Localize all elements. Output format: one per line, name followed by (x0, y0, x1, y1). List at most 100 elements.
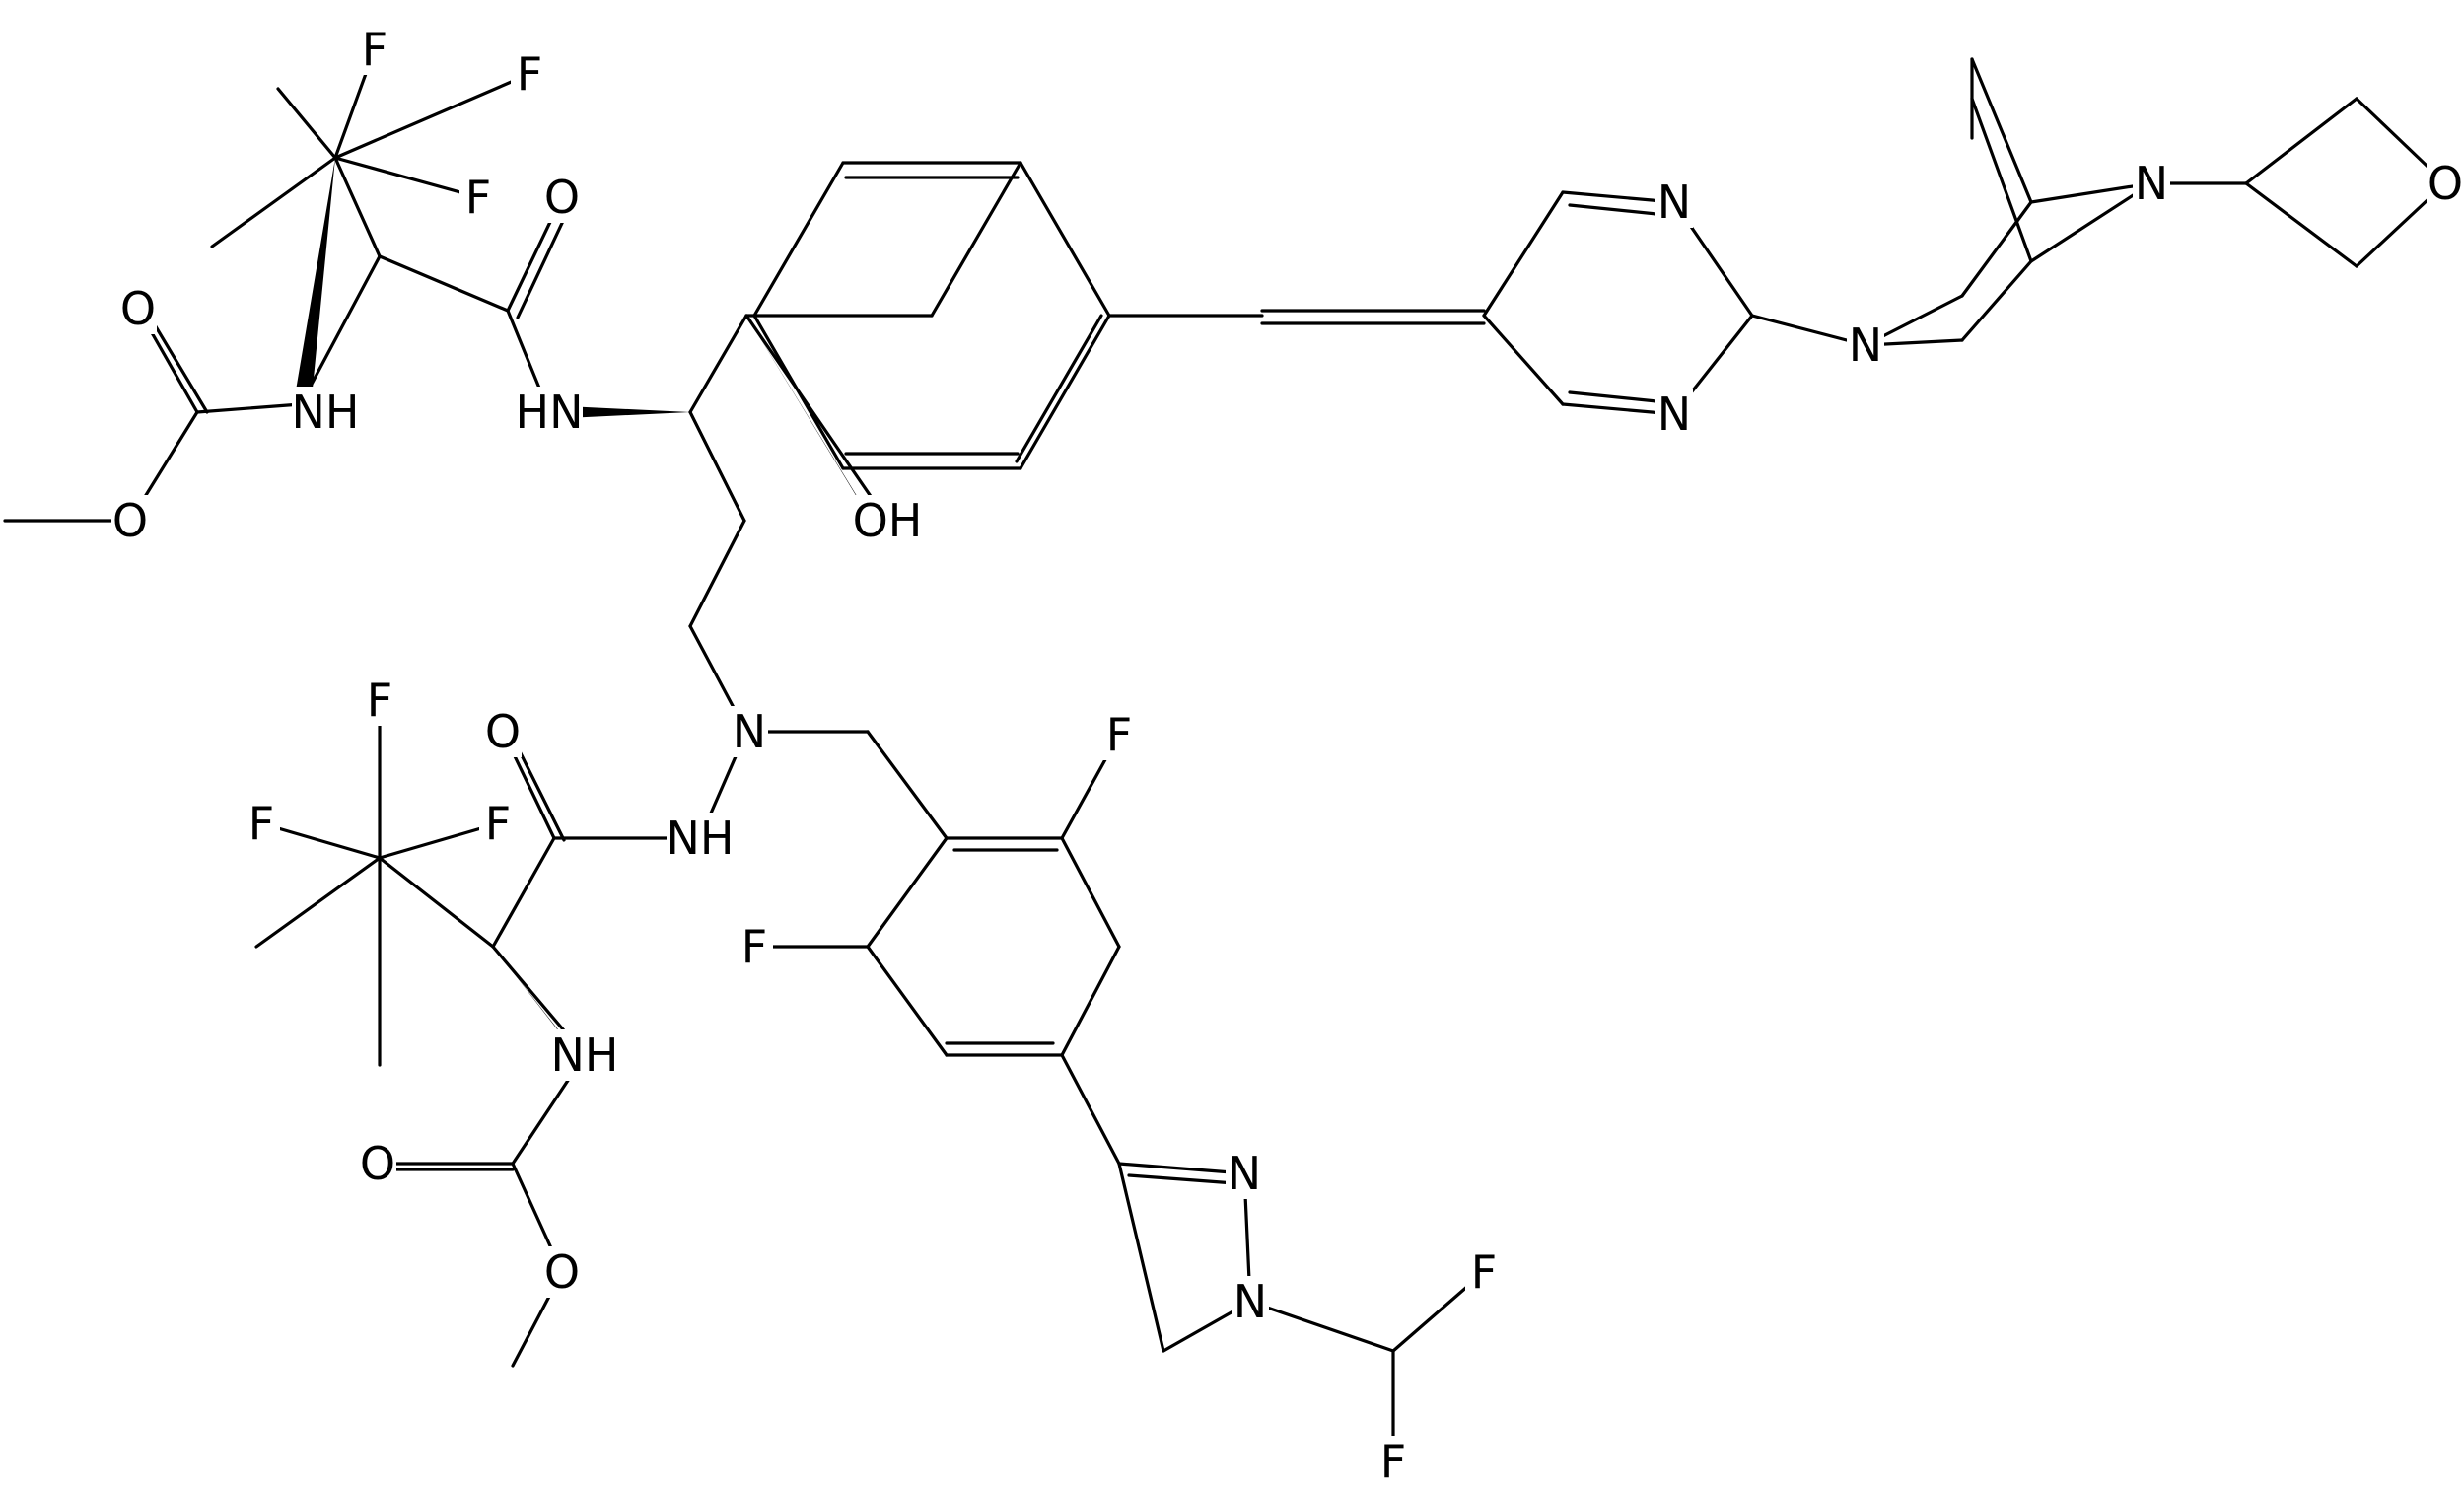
atom-label-background (667, 813, 734, 864)
chemical-bond (299, 254, 382, 406)
atom-label-background (356, 24, 393, 75)
chemical-bond (1060, 1053, 1121, 1166)
fluorine-atom: F (485, 797, 511, 850)
chemical-bond (1960, 259, 2033, 342)
chemical-bond (254, 856, 382, 949)
oxygen-atom: O (485, 705, 521, 758)
amine-nh-atom: HN (516, 386, 584, 439)
bond-layer (3, 47, 2447, 1463)
chemical-bond (1970, 97, 2033, 263)
atom-label-background (543, 172, 581, 223)
atom-label-background (731, 706, 768, 757)
oxygen-atom: O (120, 282, 156, 335)
chemical-bond (378, 254, 510, 313)
chemical-bond (1015, 314, 1103, 463)
atom-label-background (1374, 1436, 1412, 1487)
chemical-bond (259, 821, 382, 860)
chemical-bond (1127, 1173, 1236, 1185)
chemical-bond (1019, 314, 1111, 470)
chemical-bond (146, 312, 209, 414)
chemical-bond (1750, 314, 1867, 347)
chemical-bond (1117, 1162, 1165, 1353)
chemical-bond (1970, 57, 2033, 204)
hydroxyl-atom: OH (853, 494, 923, 547)
pyrimidine-nitrogen-atom: N (1657, 176, 1691, 229)
atom-label-background (361, 674, 398, 726)
chemical-bond (866, 836, 949, 949)
fluorine-atom: F (248, 797, 274, 850)
chemical-bond (1019, 161, 1111, 318)
atom-label-background (1847, 319, 1884, 371)
bicyclic-nitrogen-atom: N (2135, 157, 2168, 210)
atom-label-background (736, 921, 773, 972)
bicyclic-nitrogen-atom: N (1849, 319, 1882, 372)
fluorine-atom: F (362, 23, 387, 76)
nitrogen-atom: N (733, 705, 766, 758)
chemical-bond (195, 402, 303, 414)
fluorine-atom: F (367, 673, 392, 727)
chemical-bond (688, 314, 748, 414)
atom-label-background (1100, 709, 1138, 760)
chemical-bond (491, 836, 556, 949)
chemical-bond (752, 161, 845, 318)
fluorine-atom: F (1380, 1435, 1406, 1487)
chemical-bond (866, 730, 949, 840)
atom-label-background (479, 798, 517, 849)
chemical-bond (1568, 203, 1668, 217)
atom-label-background (1655, 177, 1693, 228)
chemical-bond (2244, 181, 2358, 268)
atom-label-background (1226, 1148, 1263, 1199)
chemical-bond (210, 156, 337, 248)
atom-label-layer: F F F O O O NH HN OH N NH O F F F NH O O… (111, 23, 2464, 1487)
chemical-bond (1568, 390, 1668, 404)
atom-label-background (516, 387, 583, 438)
chemical-bond (378, 856, 495, 949)
amine-nh-atom: NH (551, 1028, 619, 1082)
oxetane-oxygen-atom: O (2428, 157, 2463, 210)
oxygen-atom: O (112, 494, 148, 547)
stereo-wedge-bond (296, 158, 335, 398)
atom-label-background (243, 798, 280, 849)
atom-label-background (119, 283, 157, 334)
atom-label-background (543, 1246, 581, 1298)
atom-label-background (2427, 158, 2464, 209)
oxygen-atom: O (544, 1245, 580, 1299)
atom-label-background (854, 495, 921, 546)
chemical-bond (930, 161, 1022, 318)
atom-label-background (1465, 1246, 1503, 1298)
atom-label-background (511, 48, 548, 100)
fluorine-atom: F (465, 171, 491, 224)
pyrimidine-nitrogen-atom: N (1657, 388, 1691, 441)
atom-label-background (292, 387, 359, 438)
chemical-bond (333, 72, 531, 160)
atom-label-background (359, 1138, 396, 1189)
stereo-wedge-bond (746, 316, 876, 527)
chemical-bond (1482, 190, 1565, 318)
amine-nh-atom: NH (292, 386, 360, 439)
chemical-bond (378, 821, 500, 860)
amine-nh-atom: NH (667, 812, 735, 865)
chemical-bond (744, 314, 889, 523)
chemical-bond (2029, 181, 2153, 263)
fluorine-atom: F (1106, 708, 1132, 761)
pyrazole-nitrogen-atom: N (1228, 1147, 1261, 1200)
fluorine-atom: F (517, 47, 542, 101)
chemical-bond (1117, 1162, 1246, 1175)
chemical-bond (688, 410, 746, 523)
stereo-wedge-bond (566, 406, 690, 418)
atom-label-background (111, 495, 149, 546)
atom-label-background (1232, 1276, 1269, 1327)
chemical-bond (866, 945, 949, 1057)
chemical-bond (688, 519, 746, 628)
chemical-bond (2244, 97, 2358, 185)
fluorine-atom: F (741, 920, 767, 973)
chemical-bond (333, 156, 382, 258)
atom-label-background (484, 706, 522, 757)
chemical-bond (1060, 945, 1121, 1057)
pyrazole-nitrogen-atom: N (1233, 1275, 1267, 1328)
chemical-bond (752, 314, 845, 470)
atom-label-background (2133, 158, 2170, 209)
atom-label-background (551, 1029, 618, 1081)
oxygen-atom: O (544, 171, 580, 224)
